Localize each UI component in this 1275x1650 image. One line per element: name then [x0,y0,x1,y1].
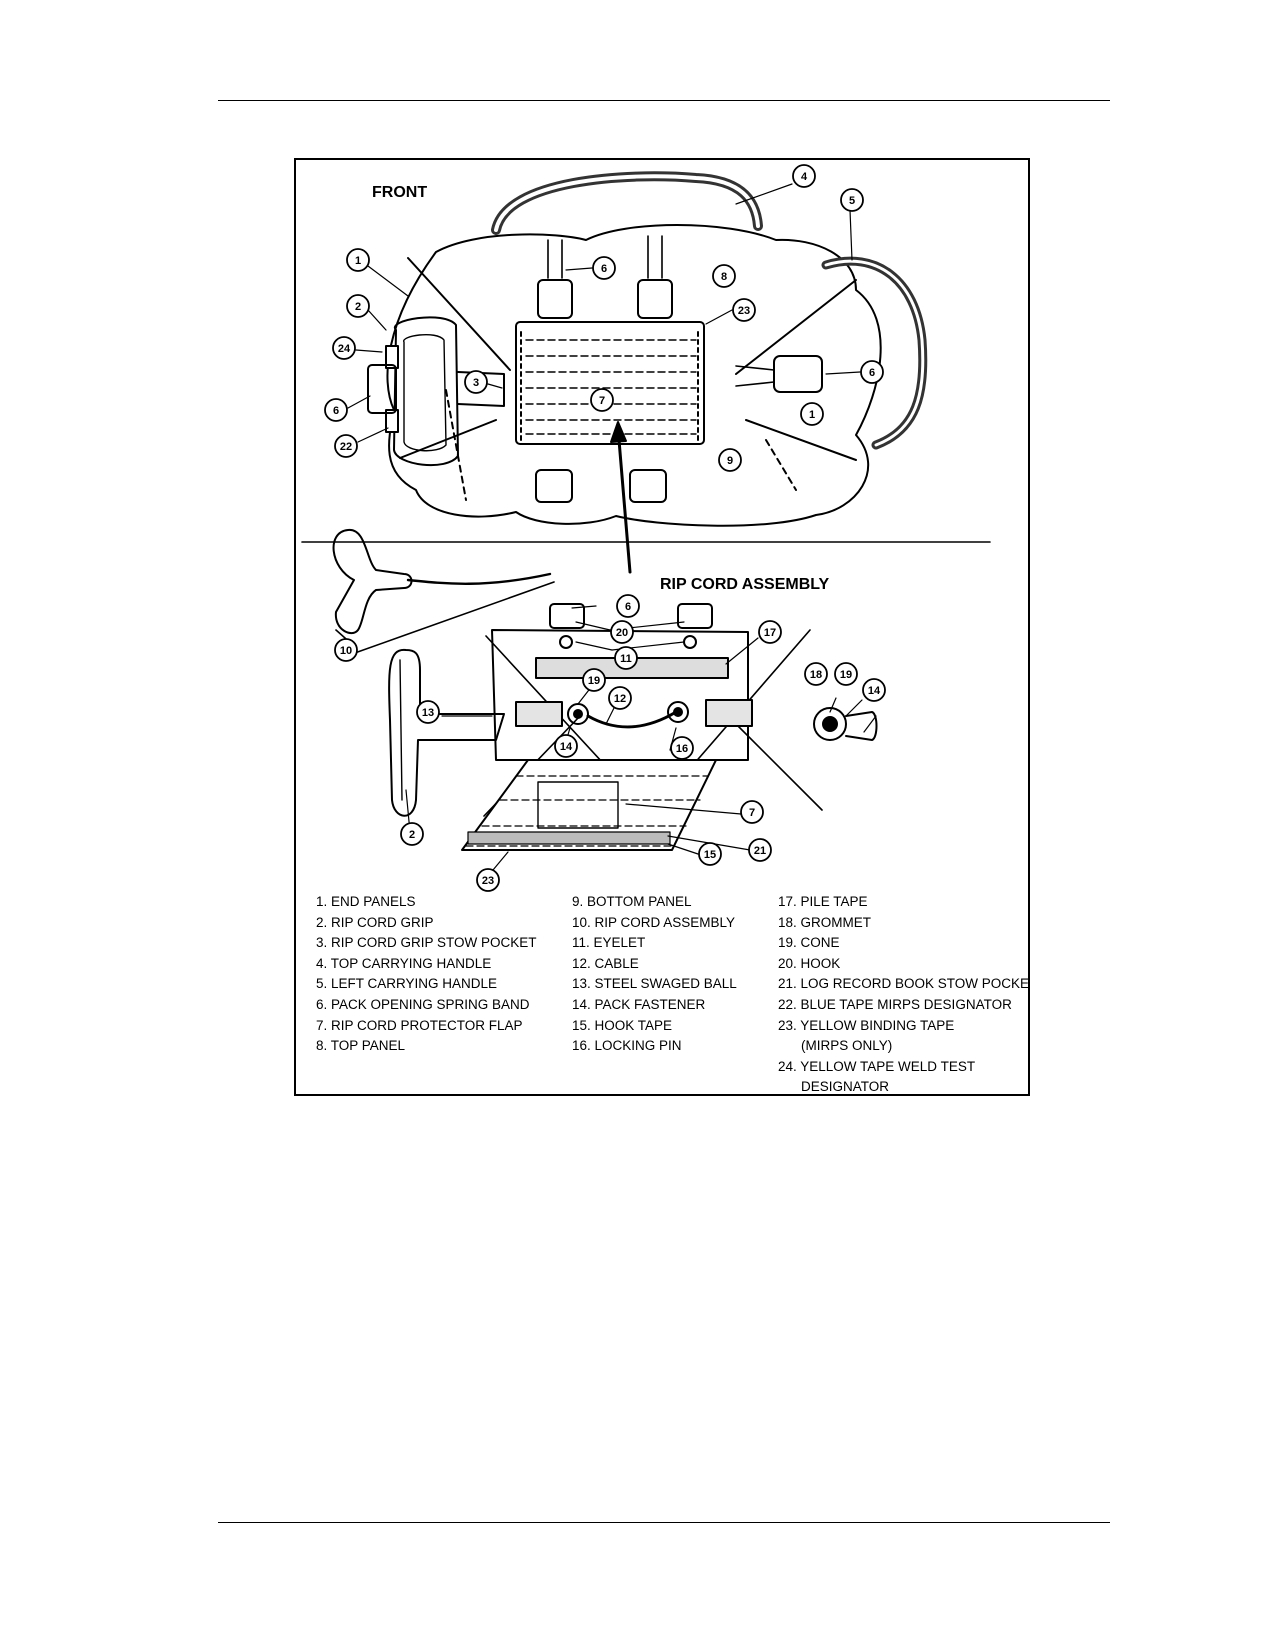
callout-21: 21 [754,845,766,857]
legend-item: 10. RIP CORD ASSEMBLY [572,914,736,930]
callout-14: 14 [868,685,881,697]
callout-7: 7 [599,395,605,407]
callout-19: 19 [588,675,600,687]
callout-20: 20 [616,627,628,639]
rip-cord-grip-front [393,316,459,467]
small-rip-cord-grip [332,528,413,635]
callout-13: 13 [422,707,434,719]
legend-item: 7. RIP CORD PROTECTOR FLAP [316,1017,523,1033]
pack-body-outline [386,224,882,527]
legend-item-continuation: DESIGNATOR [801,1079,890,1095]
callout-23: 23 [482,875,494,887]
left-carrying-handle [821,256,928,450]
callout-9: 9 [727,455,733,467]
footer-rule [218,1522,1110,1523]
legend-item: 21. LOG RECORD BOOK STOW POCKE [778,976,1030,992]
legend-item: 1. END PANELS [316,894,416,909]
legend-column-3: 17. PILE TAPE 18. GROMMET 19. CONE 20. H… [778,892,1030,1095]
legend-item: 19. CONE [778,935,840,951]
legend-item: 22. BLUE TAPE MIRPS DESIGNATOR [778,996,1012,1012]
legend-item: 18. GROMMET [778,914,872,930]
parachute-pack-figure: 1 2 24 6 22 3 7 4 5 8 23 6 6 1 9 10 6 20… [294,158,1030,1096]
callout-18: 18 [810,669,822,681]
callout-4: 4 [801,171,808,183]
callout-10: 10 [340,645,352,657]
legend-item: 17. PILE TAPE [778,894,868,909]
callout-19: 19 [840,669,852,681]
callout-5: 5 [849,195,855,207]
callout-12: 12 [614,693,626,705]
callout-7: 7 [749,807,755,819]
callout-22: 22 [340,441,352,453]
callout-3: 3 [473,377,479,389]
grommet-detail [813,707,847,741]
front-label: FRONT [372,184,428,201]
callout-23: 23 [738,305,750,317]
legend-item: 24. YELLOW TAPE WELD TEST [778,1058,976,1074]
legend-item: 15. HOOK TAPE [572,1017,673,1033]
callout-6: 6 [869,367,875,379]
rip-cord-protector-flap [515,321,705,445]
legend-column-2: 9. BOTTOM PANEL 10. RIP CORD ASSEMBLY 11… [572,892,737,1057]
legend-item: 20. HOOK [778,955,841,971]
callout-16: 16 [676,743,688,755]
legend-item: 3. RIP CORD GRIP STOW POCKET [316,935,537,951]
callout-17: 17 [764,627,776,639]
legend-column-1: 1. END PANELS 2. RIP CORD GRIP 3. RIP CO… [316,892,537,1057]
legend-item: 12. CABLE [572,955,639,971]
callout-24: 24 [338,343,351,355]
callout-6: 6 [333,405,339,417]
legend-item: 23. YELLOW BINDING TAPE [778,1017,955,1033]
callout-1: 1 [355,255,361,267]
legend-item: 6. PACK OPENING SPRING BAND [316,996,530,1012]
hook-tape [467,831,671,845]
legend-item: 8. TOP PANEL [316,1038,406,1054]
legend-item: 5. LEFT CARRYING HANDLE [316,976,498,992]
callout-14: 14 [560,741,573,753]
legend-item: 11. EYELET [572,935,646,951]
callout-6: 6 [601,263,607,275]
callout-8: 8 [721,271,727,283]
callout-2: 2 [355,301,361,313]
callout-11: 11 [620,653,632,665]
callout-15: 15 [704,849,716,861]
callout-1: 1 [809,409,815,421]
legend-item: 9. BOTTOM PANEL [572,894,692,909]
legend-item: 4. TOP CARRYING HANDLE [316,955,492,971]
legend-item: 13. STEEL SWAGED BALL [572,976,737,992]
callout-2: 2 [409,829,415,841]
legend-item: 16. LOCKING PIN [572,1038,682,1054]
legend-item: 2. RIP CORD GRIP [316,914,434,930]
header-rule [218,100,1110,101]
legend-item: 14. PACK FASTENER [572,996,706,1012]
top-carrying-handle [491,171,763,235]
figure-drawing: 1 2 24 6 22 3 7 4 5 8 23 6 6 1 9 10 6 20… [301,164,991,892]
legend-item-continuation: (MIRPS ONLY) [801,1038,893,1054]
rip-cord-assembly-label: RIP CORD ASSEMBLY [660,576,830,593]
callout-6: 6 [625,601,631,613]
